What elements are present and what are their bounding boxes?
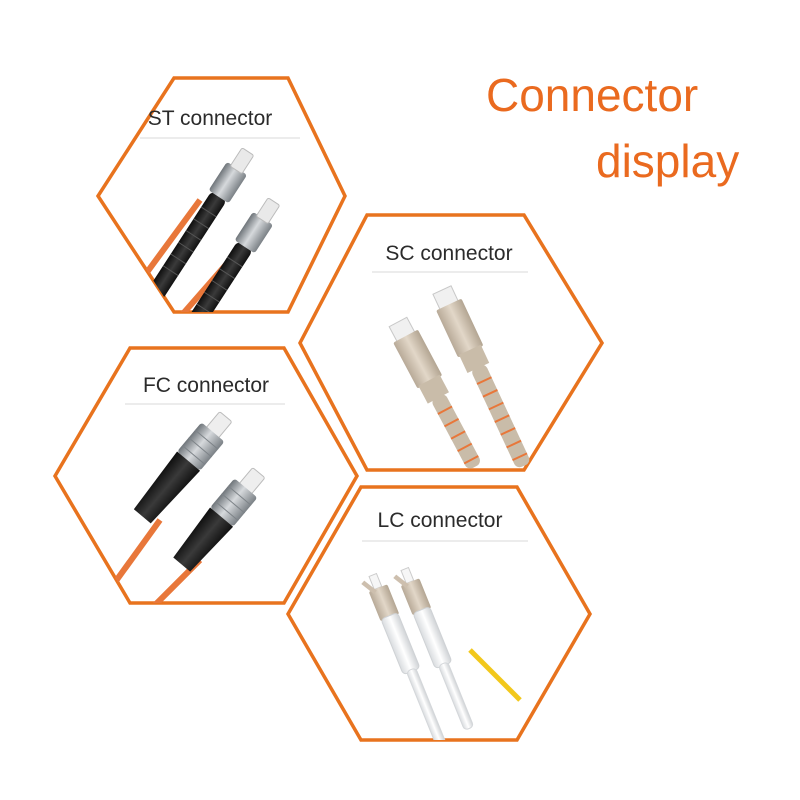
- fc-connector-label: FC connector: [143, 374, 269, 397]
- fc-connector-panel: FC connector: [52, 346, 360, 605]
- sc-connector-label: SC connector: [385, 242, 512, 265]
- fc-hexagon-frame: [52, 346, 360, 605]
- title-line-1: Connector: [486, 69, 699, 121]
- fc-connector-image: [92, 411, 265, 603]
- lc-connector-label: LC connector: [378, 509, 503, 532]
- title-line-2: display: [596, 135, 740, 187]
- lc-connector-image: [361, 566, 522, 740]
- lc-hexagon-frame: [285, 485, 593, 742]
- sc-hexagon-frame: [298, 213, 605, 472]
- st-connector-label: ST connector: [148, 107, 273, 130]
- sc-connector-image: [388, 285, 530, 469]
- lc-connector-panel: LC connector: [285, 485, 593, 742]
- sc-connector-panel: SC connector: [298, 213, 605, 472]
- st-connector-panel: ST connector: [95, 76, 347, 314]
